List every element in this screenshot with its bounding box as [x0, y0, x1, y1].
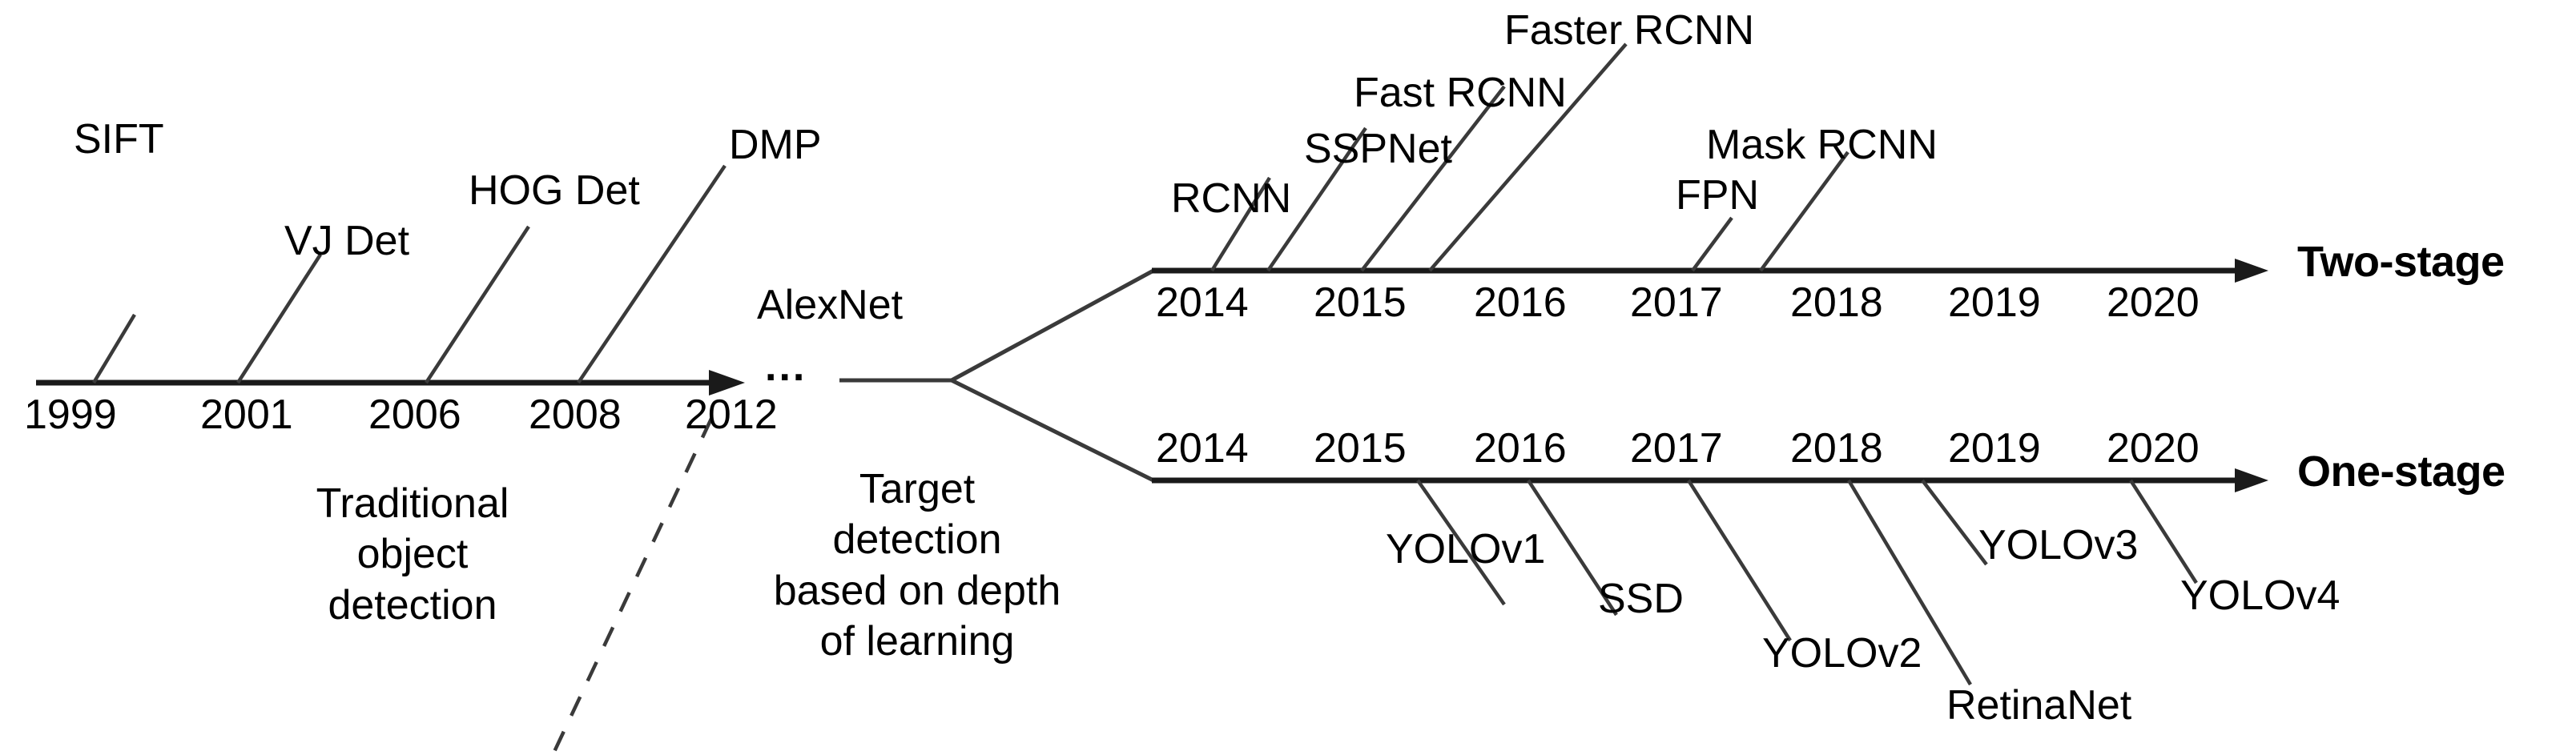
leader-rcnn [1210, 176, 1271, 272]
one-stage-year-2016: 2016 [1474, 425, 1567, 472]
milestone-label-fast-rcnn: Fast RCNN [1354, 70, 1567, 116]
one-stage-branch-label: One-stage [2297, 448, 2506, 496]
leader-sspnet [1266, 127, 1367, 272]
milestone-label-retinanet: RetinaNet [1946, 682, 2132, 729]
leader-faster-rcnn [1428, 42, 1628, 272]
milestone-label-hog-det: HOG Det [469, 167, 640, 214]
traditional-caption-line-2: object [356, 531, 469, 578]
leader-dmp [577, 164, 727, 384]
two-stage-axis-arrowhead [2235, 259, 2268, 283]
fork-arm-upper [950, 268, 1155, 383]
milestone-label-ssd: SSD [1598, 576, 1684, 622]
milestone-label-yolov3: YOLOv3 [1978, 522, 2139, 568]
two-stage-branch-label: Two-stage [2297, 238, 2505, 286]
deep-caption-line-2: detection [832, 516, 1002, 564]
one-stage-year-2019: 2019 [1948, 425, 2041, 472]
two-stage-year-2019: 2019 [1948, 279, 2041, 326]
one-stage-axis-arrowhead [2235, 468, 2268, 492]
traditional-caption-block: Traditional object detection [260, 479, 565, 631]
leader-mask-rcnn [1759, 151, 1849, 272]
two-stage-year-2020: 2020 [2107, 279, 2200, 326]
traditional-year-2006: 2006 [368, 392, 461, 438]
milestone-label-yolov2: YOLOv2 [1762, 630, 1922, 677]
milestone-label-rcnn: RCNN [1171, 175, 1292, 222]
one-stage-year-2020: 2020 [2107, 425, 2200, 472]
milestone-label-sspnet: SSPNet [1304, 126, 1452, 172]
traditional-year-2012: 2012 [685, 392, 778, 438]
traditional-axis-arrowhead [709, 370, 745, 396]
leader-yolov1 [1416, 479, 1506, 606]
leader-yolov3 [1921, 479, 1988, 566]
traditional-year-1999: 1999 [24, 392, 117, 438]
milestone-label-yolov4: YOLOv4 [2180, 572, 2341, 619]
one-stage-year-2014: 2014 [1156, 425, 1249, 472]
fork-arm-lower [950, 378, 1155, 483]
leader-retinanet [1847, 479, 1972, 686]
two-stage-year-2015: 2015 [1314, 279, 1407, 326]
dashed-divider-line [550, 418, 714, 755]
milestone-label-alexnet: AlexNet [757, 282, 904, 328]
two-stage-year-2018: 2018 [1790, 279, 1883, 326]
milestone-label-sift: SIFT [74, 116, 164, 163]
one-stage-year-2017: 2017 [1630, 425, 1723, 472]
milestone-label-yolov1: YOLOv1 [1386, 526, 1546, 572]
two-stage-year-2016: 2016 [1474, 279, 1567, 326]
deep-learning-caption-block: Target detection based on depth of learn… [721, 464, 1113, 668]
leader-yolov4 [2129, 479, 2198, 584]
traditional-caption-line-3: detection [328, 581, 497, 628]
traditional-year-2001: 2001 [200, 392, 293, 438]
deep-caption-line-4: of learning [819, 618, 1015, 665]
milestone-label-vj-det: VJ Det [284, 218, 410, 264]
traditional-caption-line-1: Traditional [316, 480, 509, 527]
leader-hog-det [425, 225, 530, 384]
leader-vj-det [236, 253, 322, 384]
traditional-year-2008: 2008 [529, 392, 622, 438]
leader-ssd [1527, 479, 1618, 616]
leader-fpn [1691, 216, 1733, 272]
one-stage-year-2015: 2015 [1314, 425, 1407, 472]
leader-yolov2 [1687, 479, 1792, 642]
two-stage-year-2014: 2014 [1156, 279, 1249, 326]
timeline-ellipsis: ... [765, 343, 807, 390]
milestone-label-mask-rcnn: Mask RCNN [1706, 122, 1938, 168]
one-stage-year-2018: 2018 [1790, 425, 1883, 472]
leader-fast-rcnn [1360, 85, 1506, 272]
leader-sift [92, 313, 136, 384]
deep-caption-line-1: Target [859, 466, 976, 512]
milestone-label-fpn: FPN [1676, 172, 1759, 219]
two-stage-year-2017: 2017 [1630, 279, 1723, 326]
milestone-label-faster-rcnn: Faster RCNN [1504, 7, 1755, 54]
milestone-label-dmp: DMP [729, 122, 822, 168]
deep-caption-line-3: based on depth [773, 567, 1061, 614]
